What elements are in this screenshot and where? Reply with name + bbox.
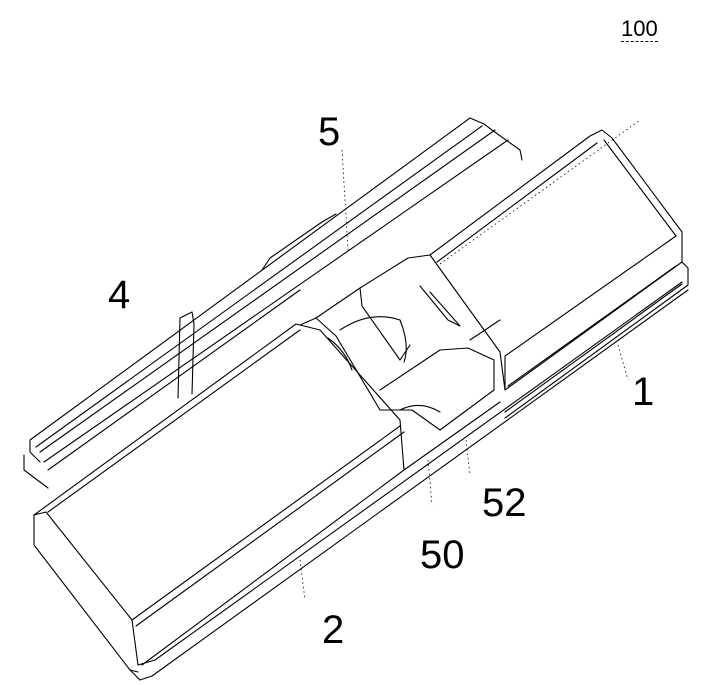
callout-label-4: 4: [108, 273, 131, 317]
rail-part-4: [23, 117, 523, 489]
callout-label-2: 2: [322, 608, 345, 652]
callout-label-5: 5: [318, 110, 341, 154]
callout-label-50: 50: [420, 533, 465, 577]
housing-part-2: [33, 149, 689, 681]
housing-part-1: [429, 119, 689, 419]
figure-reference-number: 100: [621, 16, 658, 42]
callout-label-1: 1: [632, 370, 655, 414]
callout-label-52: 52: [482, 481, 527, 525]
